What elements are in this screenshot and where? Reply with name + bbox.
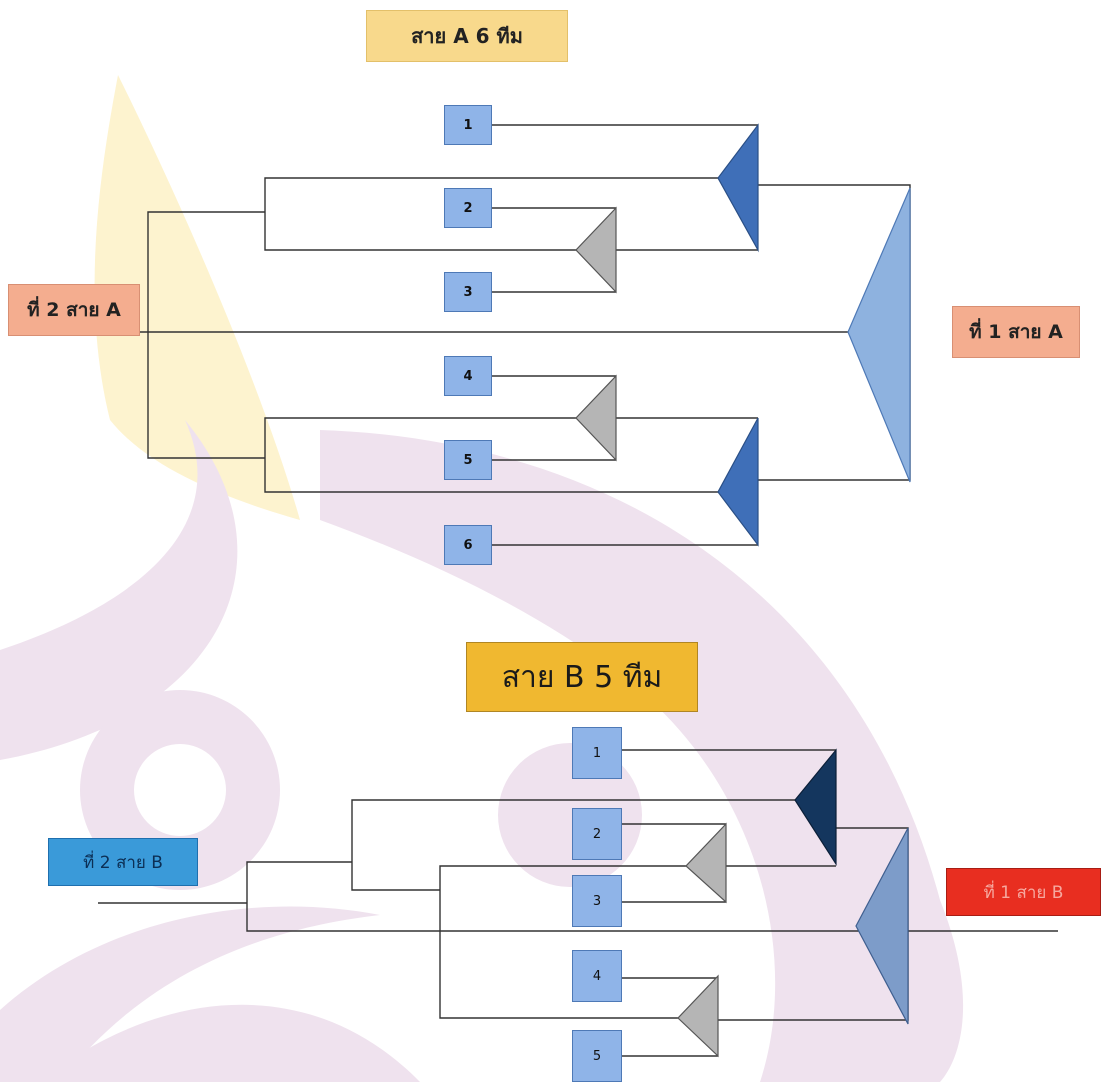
- team-box-b-3: 3: [572, 875, 622, 927]
- bracket-a-semi-triangle: [717, 123, 759, 253]
- bracket-a-line: [264, 417, 718, 493]
- watermark-swoosh-left: [0, 906, 380, 1082]
- team-box-a-3: 3: [444, 272, 492, 312]
- bracket-a-semi-triangle: [717, 417, 759, 547]
- bracket-b-line: [439, 865, 686, 1019]
- bracket-a-match-triangle: [575, 374, 617, 462]
- bracket-a-match-triangle: [575, 206, 617, 294]
- group-a-first-place-label: ที่ 1 สาย A: [952, 306, 1080, 358]
- team-box-b-1: 1: [572, 727, 622, 779]
- group-b-title: สาย B 5 ทีม: [466, 642, 698, 712]
- team-box-a-1: 1: [444, 105, 492, 145]
- bracket-b-triangles: [677, 748, 909, 1058]
- bracket-b-line: [246, 861, 1058, 932]
- watermark-flame-yellow: [94, 75, 300, 520]
- bracket-b-final-triangle: [855, 827, 909, 1025]
- bracket-b-match-triangle: [685, 822, 727, 904]
- bracket-a-final-triangle: [847, 187, 911, 483]
- bracket-b-line: [351, 799, 795, 891]
- group-a-title: สาย A 6 ทีม: [366, 10, 568, 62]
- group-b-first-place-label: ที่ 1 สาย B: [946, 868, 1101, 916]
- watermark-ring-purple: [320, 430, 964, 1082]
- bracket-a-line: [147, 211, 265, 459]
- bracket-a-lines: [140, 124, 911, 546]
- team-box-a-2: 2: [444, 188, 492, 228]
- bracket-a-line: [264, 177, 718, 251]
- watermark-wave-bottom: [40, 1004, 420, 1082]
- team-box-b-4: 4: [572, 950, 622, 1002]
- watermark-swirl-purple-upper: [0, 420, 238, 760]
- team-box-a-6: 6: [444, 525, 492, 565]
- group-b-second-place-label: ที่ 2 สาย B: [48, 838, 198, 886]
- team-box-b-2: 2: [572, 808, 622, 860]
- watermark-circle-left-inner: [134, 744, 226, 836]
- team-box-a-4: 4: [444, 356, 492, 396]
- watermark-logo: [0, 75, 964, 1082]
- group-a-second-place-label: ที่ 2 สาย A: [8, 284, 140, 336]
- bracket-b-semi-triangle: [794, 748, 837, 867]
- bracket-b-match-triangle: [677, 974, 719, 1058]
- bracket-a-triangles: [575, 123, 911, 547]
- team-box-a-5: 5: [444, 440, 492, 480]
- team-box-b-5: 5: [572, 1030, 622, 1082]
